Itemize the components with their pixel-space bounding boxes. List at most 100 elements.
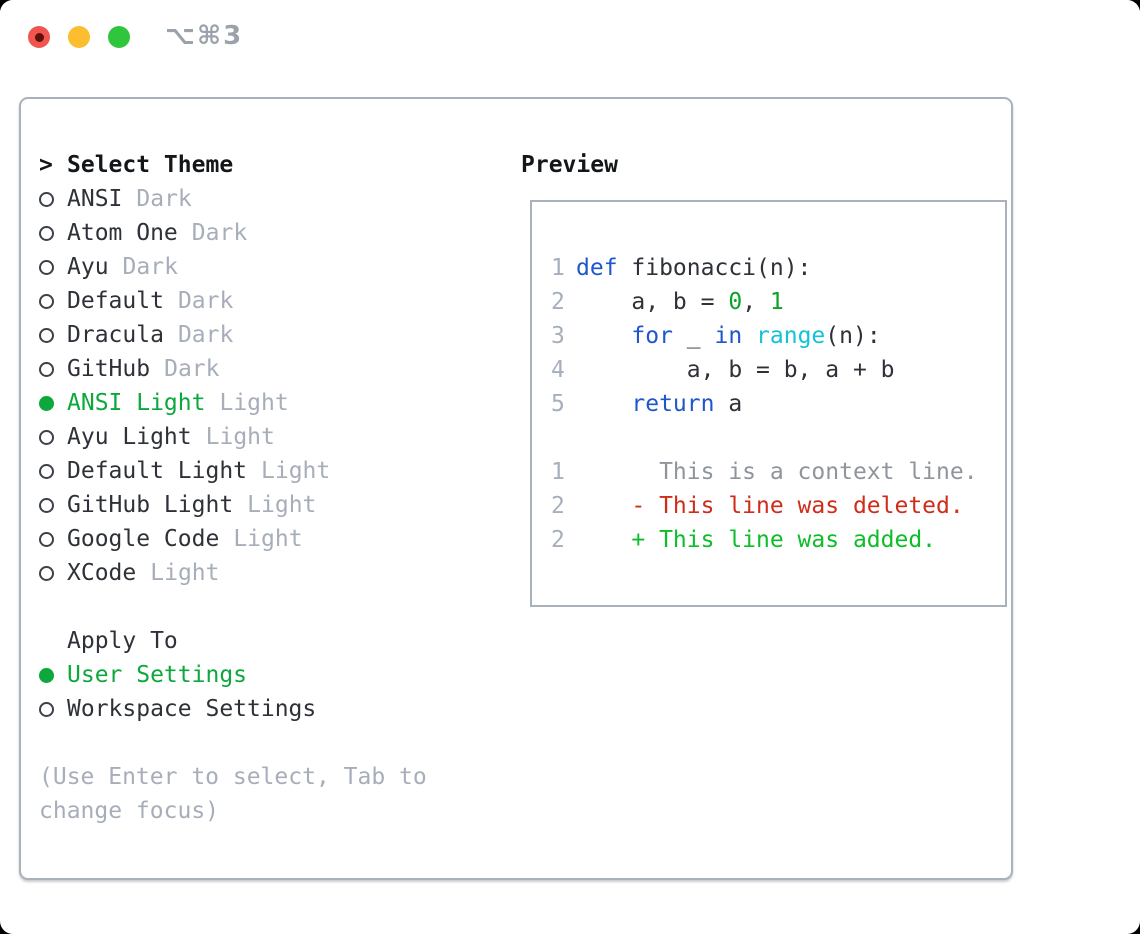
traffic-lights	[28, 26, 130, 48]
select-theme-title: Select Theme	[67, 152, 234, 178]
variant-badge: Dark	[191, 220, 248, 246]
theme-option-default[interactable]: Default Dark	[39, 284, 427, 318]
code-token: in	[714, 323, 743, 349]
option-label: User Settings	[67, 662, 248, 688]
code-token: 1	[769, 289, 784, 315]
code-line: 2 a, b = 0, 1	[551, 285, 1005, 319]
variant-badge: Light	[205, 424, 275, 450]
option-label: GitHub Light	[67, 492, 234, 518]
option-label: GitHub	[67, 356, 151, 382]
line-number: 2	[551, 527, 565, 553]
titlebar: ⌥⌘3	[0, 0, 1140, 74]
line-number: 2	[551, 289, 565, 315]
code-token: - This line was deleted.	[576, 493, 964, 519]
code-token: a, b = b, a + b	[576, 357, 895, 383]
help-line-2: change focus)	[39, 798, 220, 824]
option-label: Dracula	[67, 322, 164, 348]
theme-option-github[interactable]: GitHub Dark	[39, 352, 427, 386]
apply-option-workspace-settings[interactable]: Workspace Settings	[39, 692, 427, 726]
code-line: 4 a, b = b, a + b	[551, 353, 1005, 387]
option-label: ANSI	[67, 186, 123, 212]
code-line: 2 - This line was deleted.	[551, 489, 1005, 523]
option-label: Default	[67, 288, 164, 314]
minimize-button-icon[interactable]	[68, 26, 90, 48]
line-number: 1	[551, 459, 565, 485]
code-token: return	[631, 391, 715, 417]
code-token	[742, 323, 756, 349]
close-button-icon[interactable]	[28, 26, 50, 48]
preview-title: Preview	[521, 152, 618, 178]
code-token: This is a context line.	[576, 459, 978, 485]
theme-option-ayu[interactable]: Ayu Dark	[39, 250, 427, 284]
code-token	[576, 323, 631, 349]
window-title: ⌥⌘3	[165, 21, 244, 51]
line-number: 3	[551, 323, 565, 349]
radio-selected-icon	[39, 667, 67, 683]
option-label: XCode	[67, 560, 137, 586]
line-number: 5	[551, 391, 565, 417]
close-dot-icon	[34, 32, 44, 42]
radio-unselected-icon	[39, 225, 67, 241]
prompt-caret-icon: >	[39, 152, 53, 178]
radio-unselected-icon	[39, 259, 67, 275]
code-token: def	[576, 255, 618, 281]
radio-unselected-icon	[39, 701, 67, 717]
apply-option-user-settings[interactable]: User Settings	[39, 658, 427, 692]
code-token: ,	[742, 289, 770, 315]
radio-unselected-icon	[39, 327, 67, 343]
zoom-button-icon[interactable]	[108, 26, 130, 48]
line-number: 1	[551, 255, 565, 281]
radio-unselected-icon	[39, 293, 67, 309]
option-label: Default Light	[67, 458, 248, 484]
theme-option-dracula[interactable]: Dracula Dark	[39, 318, 427, 352]
theme-option-github-light[interactable]: GitHub Light Light	[39, 488, 427, 522]
radio-unselected-icon	[39, 497, 67, 513]
option-label: Ayu Light	[67, 424, 192, 450]
variant-badge: Dark	[122, 254, 178, 280]
variant-badge: Dark	[177, 322, 234, 348]
variant-badge: Light	[261, 458, 331, 484]
variant-badge: Dark	[164, 356, 220, 382]
variant-badge: Dark	[136, 186, 192, 212]
theme-option-ayu-light[interactable]: Ayu Light Light	[39, 420, 427, 454]
radio-unselected-icon	[39, 463, 67, 479]
code-line: 1 def fibonacci(n):	[551, 251, 1005, 285]
radio-unselected-icon	[39, 361, 67, 377]
option-label: Ayu	[67, 254, 109, 280]
radio-unselected-icon	[39, 565, 67, 581]
code-line	[551, 421, 1005, 455]
code-token: fibonacci(n):	[617, 255, 812, 281]
variant-badge: Light	[247, 492, 317, 518]
variant-badge: Dark	[177, 288, 234, 314]
code-line: 5 return a	[551, 387, 1005, 421]
option-label: Google Code	[67, 526, 220, 552]
code-line: 3 for _ in range(n):	[551, 319, 1005, 353]
code-token	[576, 391, 631, 417]
option-label: ANSI Light	[67, 390, 206, 416]
code-token: _	[672, 323, 715, 349]
radio-unselected-icon	[39, 531, 67, 547]
code-line: 2 + This line was added.	[551, 523, 1005, 557]
code-token: range	[756, 323, 826, 349]
code-token: (n):	[825, 323, 881, 349]
apply-to-title: Apply To	[67, 628, 178, 654]
select-theme-header: > Select Theme	[39, 148, 427, 182]
code-token: a, b =	[576, 289, 729, 315]
code-token: for	[631, 323, 673, 349]
radio-unselected-icon	[39, 191, 67, 207]
apply-to-header: Apply To	[39, 624, 427, 658]
theme-option-default-light[interactable]: Default Light Light	[39, 454, 427, 488]
prompt-marker: >	[39, 152, 67, 178]
theme-option-ansi[interactable]: ANSI Dark	[39, 182, 427, 216]
